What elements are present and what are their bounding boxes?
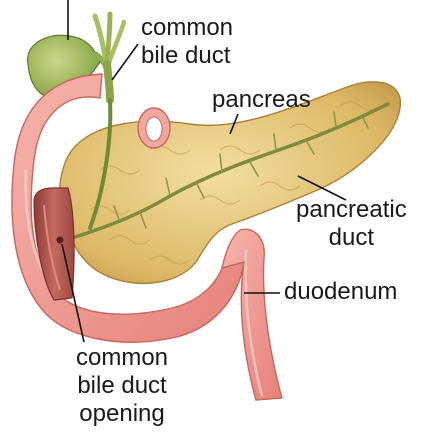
duodenum-cross-section <box>138 108 170 148</box>
label-opening-line3: opening <box>76 400 168 428</box>
label-pancreatic-duct: pancreatic duct <box>296 196 407 252</box>
label-common-bile-duct-line2: bile duct <box>141 42 233 70</box>
label-common-bile-duct: common bile duct <box>141 14 233 70</box>
label-pancreatic-duct-line1: pancreatic <box>296 196 407 224</box>
label-pancreas: pancreas <box>212 86 311 114</box>
label-pancreatic-duct-line2: duct <box>296 224 407 252</box>
label-opening-line1: common <box>76 344 168 372</box>
label-duodenum: duodenum <box>284 278 397 306</box>
label-opening-line2: bile duct <box>76 372 168 400</box>
label-common-bile-duct-opening: common bile duct opening <box>76 344 168 428</box>
label-common-bile-duct-line1: common <box>141 14 233 42</box>
